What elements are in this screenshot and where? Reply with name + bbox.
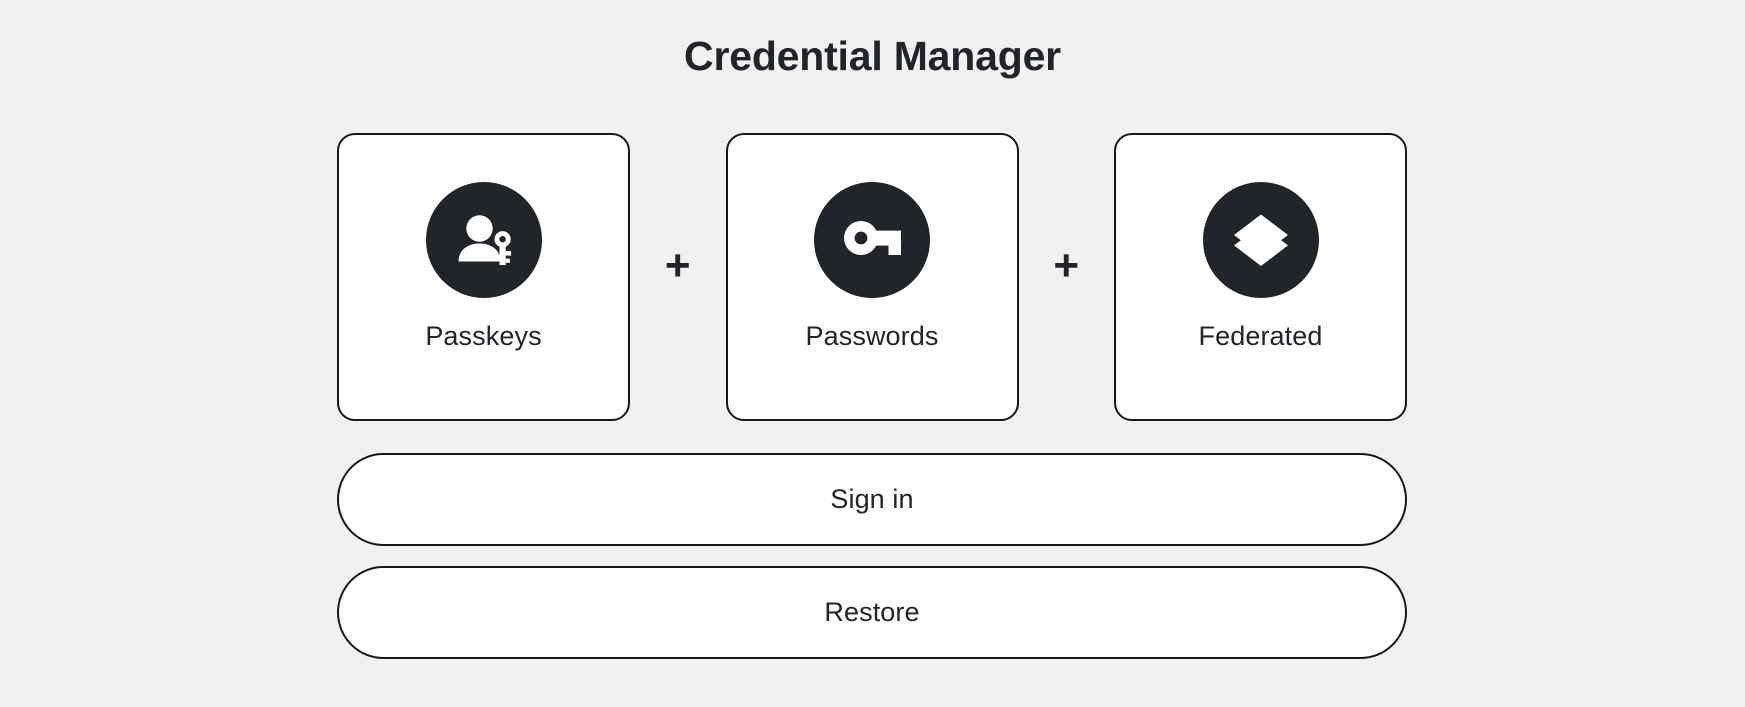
- credential-card-passkeys[interactable]: Passkeys: [337, 133, 630, 421]
- sign-in-button[interactable]: Sign in: [337, 453, 1407, 546]
- layers-icon: [1202, 182, 1319, 298]
- credential-card-label: Passkeys: [425, 321, 542, 351]
- person-key-icon: [425, 182, 542, 298]
- page-title: Credential Manager: [684, 33, 1061, 79]
- credential-card-label: Federated: [1198, 321, 1323, 351]
- credential-card-federated[interactable]: Federated: [1114, 133, 1407, 421]
- credential-card-passwords[interactable]: Passwords: [725, 133, 1019, 421]
- credential-type-row: Passkeys + Passwords +: [337, 133, 1407, 421]
- credential-card-label: Passwords: [805, 321, 939, 351]
- plus-separator-icon: +: [1053, 241, 1080, 290]
- plus-separator-icon: +: [664, 241, 691, 290]
- restore-button[interactable]: Restore: [337, 566, 1407, 659]
- vpn-key-icon: [814, 182, 930, 298]
